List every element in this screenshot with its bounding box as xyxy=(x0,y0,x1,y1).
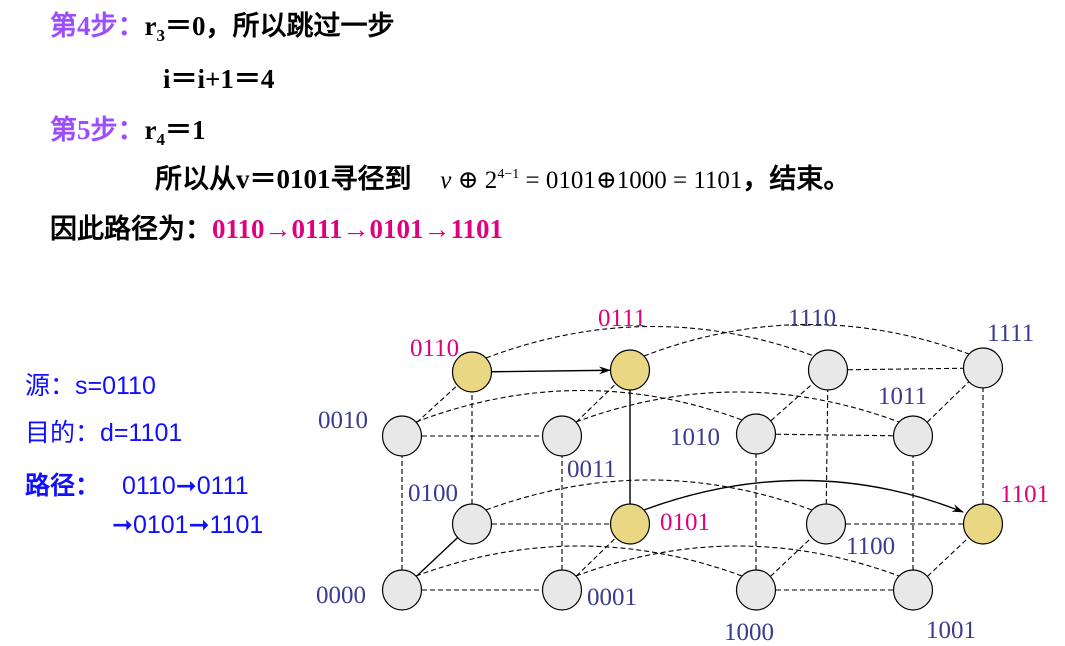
formula-exp: 4−1 xyxy=(497,167,520,182)
edge-0110-0111 xyxy=(491,366,612,375)
step5-prefix: 所以从v＝0101寻径到 xyxy=(155,164,412,194)
step4-label: 第4步： xyxy=(50,11,145,41)
r-subscript: 3 xyxy=(156,26,165,45)
edge-0011-1011 xyxy=(575,391,900,423)
edge-0101-1101 xyxy=(643,479,964,513)
step5-text: ＝1 xyxy=(164,115,206,145)
node-1100 xyxy=(805,503,847,545)
edge-1110-1111 xyxy=(847,367,964,371)
node-label-0100: 0100 xyxy=(408,480,458,507)
formula-rest: = 0101⊕1000 = 1101 xyxy=(519,167,743,194)
edge-0100-1100 xyxy=(485,479,813,511)
edge-0011-0111 xyxy=(575,383,617,423)
legend-path-label: 路径： xyxy=(25,472,101,500)
node-1110 xyxy=(807,349,849,391)
node-label-0010: 0010 xyxy=(318,407,368,434)
node-0000 xyxy=(381,569,423,611)
legend-path: 路径： 0110➞0111 xyxy=(25,466,249,502)
node-0001 xyxy=(541,569,583,611)
node-1000 xyxy=(735,569,777,611)
node-label-0000: 0000 xyxy=(316,582,366,609)
edge-0000-0100 xyxy=(416,537,458,577)
edge-0010-0110 xyxy=(416,385,458,423)
node-0011 xyxy=(541,415,583,457)
legend-dest: 目的：d=1101 xyxy=(25,419,183,447)
node-label-0101: 0101 xyxy=(660,509,710,536)
edge-0001-0101 xyxy=(575,537,617,577)
node-label-1110: 1110 xyxy=(788,305,836,332)
step4-text: ＝0，所以跳过一步 xyxy=(164,11,395,41)
result-line: 因此路径为：0110→0111→0101→1101 xyxy=(50,207,503,246)
legend-source: 源：s=0110 xyxy=(25,372,156,400)
result-label: 因此路径为： xyxy=(50,214,212,244)
node-1011 xyxy=(892,415,934,457)
step4-line2: i＝i+1＝4 xyxy=(163,64,275,94)
node-label-1010: 1010 xyxy=(670,424,720,451)
node-label-0001: 0001 xyxy=(587,584,637,611)
node-1111 xyxy=(962,347,1004,389)
node-label-0011: 0011 xyxy=(567,456,616,483)
node-label-1111: 1111 xyxy=(987,320,1034,347)
node-0110 xyxy=(451,351,493,393)
node-label-1001: 1001 xyxy=(926,617,976,644)
formula-op: ⊕ 2 xyxy=(451,167,498,194)
edge-1010-1110 xyxy=(770,382,814,422)
node-label-1100: 1100 xyxy=(846,533,895,560)
step5-suffix: ，结束。 xyxy=(742,164,851,194)
node-label-0111: 0111 xyxy=(598,305,646,332)
legend-path-line1: 0110➞0111 xyxy=(122,472,249,500)
step5-line2: 所以从v＝0101寻径到 v ⊕ 24−1 = 0101⊕1000 = 1101… xyxy=(155,157,850,196)
node-0111 xyxy=(609,349,651,391)
step5-line: 第5步：r4＝1 xyxy=(50,108,205,150)
edge-0110-1110 xyxy=(485,325,815,359)
node-label-1000: 1000 xyxy=(724,619,774,646)
r-symbol: r xyxy=(144,115,157,145)
node-0010 xyxy=(381,415,423,457)
formula-v: v xyxy=(440,167,452,194)
result-path: 0110→0111→0101→1101 xyxy=(212,214,504,244)
edge-0010-1010 xyxy=(415,389,743,423)
r-symbol: r xyxy=(144,11,157,41)
step4-line: 第4步：r3＝0，所以跳过一步 xyxy=(50,4,394,46)
edge-1100-1110 xyxy=(825,389,829,505)
node-label-1101: 1101 xyxy=(1000,481,1049,508)
r-subscript: 4 xyxy=(156,130,165,149)
node-label-0110: 0110 xyxy=(410,335,459,362)
legend-path-line2: ➞0101➞1101 xyxy=(112,511,264,539)
node-1010 xyxy=(735,413,777,455)
node-0100 xyxy=(451,503,493,545)
node-0101 xyxy=(609,503,651,545)
edge-1001-1101 xyxy=(927,537,969,577)
edge-0000-1000 xyxy=(415,545,743,577)
edge-0001-1001 xyxy=(575,545,900,577)
node-label-1011: 1011 xyxy=(878,383,927,410)
formula: v ⊕ 24−1 = 0101⊕1000 = 1101 xyxy=(440,167,742,194)
node-1001 xyxy=(892,569,934,611)
edge-1010-1011 xyxy=(775,433,894,437)
node-1101 xyxy=(962,503,1004,545)
edge-1000-1100 xyxy=(770,537,812,577)
step5-label: 第5步： xyxy=(50,115,145,145)
edge-1011-1111 xyxy=(926,381,970,423)
